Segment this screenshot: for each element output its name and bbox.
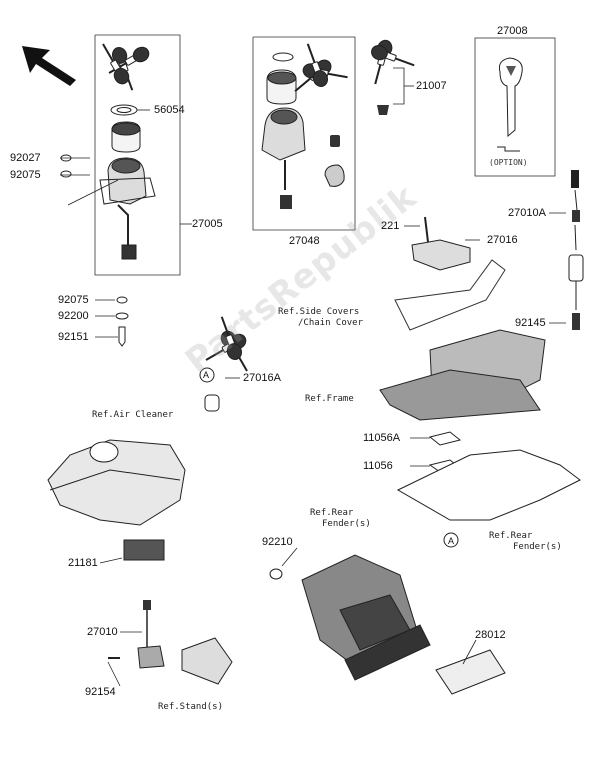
part-label-21181: 21181 bbox=[68, 557, 98, 569]
ignition-key-icon bbox=[95, 39, 153, 94]
lock-cylinder-icon bbox=[111, 121, 141, 153]
ref-rear-fender-top-line2: Fender(s) bbox=[322, 519, 371, 529]
ignition-key-icon bbox=[367, 37, 418, 115]
part-label-92027: 92027 bbox=[10, 152, 41, 164]
ref-stand: Ref.Stand(s) bbox=[158, 702, 224, 712]
leader-lines bbox=[60, 85, 566, 687]
side-stand-switch-icon bbox=[108, 600, 233, 685]
reflector-icon bbox=[435, 649, 506, 695]
callout-a-1: A bbox=[203, 370, 210, 380]
ref-side-covers-line1: Ref.Side Covers bbox=[278, 307, 360, 317]
ref-frame: Ref.Frame bbox=[305, 394, 354, 404]
ref-rear-fender-right-line2: Fender(s) bbox=[513, 542, 562, 552]
part-label-27005: 27005 bbox=[192, 218, 223, 230]
part-label-92075-b: 92075 bbox=[58, 294, 89, 306]
rear-fender-icon bbox=[396, 449, 581, 548]
bracket-icon bbox=[379, 216, 546, 421]
tail-assembly-icon bbox=[269, 554, 431, 681]
part-label-92145: 92145 bbox=[515, 317, 546, 329]
part-label-28012: 28012 bbox=[475, 629, 506, 641]
part-label-92075-a: 92075 bbox=[10, 169, 41, 181]
option-key-frame bbox=[474, 37, 556, 177]
part-label-27016a: 27016A bbox=[243, 372, 281, 384]
part-label-92154: 92154 bbox=[85, 686, 116, 698]
part-label-27010: 27010 bbox=[87, 626, 118, 638]
lock-set-icon bbox=[261, 40, 350, 209]
part-label-27010a: 27010A bbox=[508, 207, 546, 219]
ignition-switch-frame bbox=[94, 34, 181, 276]
ref-rear-fender-top-line1: Ref.Rear bbox=[310, 508, 354, 518]
part-label-92151: 92151 bbox=[58, 331, 89, 343]
washer-icon bbox=[60, 154, 129, 347]
callout-a-2: A bbox=[448, 536, 455, 546]
lock-set-frame bbox=[252, 36, 356, 231]
air-cleaner-icon bbox=[47, 439, 186, 561]
ref-air-cleaner: Ref.Air Cleaner bbox=[92, 410, 174, 420]
sensor-icon bbox=[568, 170, 584, 330]
ignition-switch-icon bbox=[67, 157, 156, 260]
part-label-92210: 92210 bbox=[262, 536, 293, 548]
part-label-27008: 27008 bbox=[497, 25, 528, 37]
part-label-27048: 27048 bbox=[289, 235, 320, 247]
ref-side-covers-line2: /Chain Cover bbox=[298, 318, 364, 328]
part-label-27016: 27016 bbox=[487, 234, 518, 246]
part-label-56054: 56054 bbox=[154, 104, 185, 116]
ref-rear-fender-right-line1: Ref.Rear bbox=[489, 531, 533, 541]
option-label: (OPTION) bbox=[489, 158, 528, 167]
part-label-11056a: 11056A bbox=[363, 432, 401, 444]
part-label-11056: 11056 bbox=[363, 460, 393, 472]
part-label-21007: 21007 bbox=[416, 80, 447, 92]
direction-arrow-icon bbox=[22, 46, 76, 86]
ignition-key-icon bbox=[199, 313, 255, 412]
part-label-221: 221 bbox=[381, 220, 400, 232]
part-label-92200: 92200 bbox=[58, 310, 89, 322]
